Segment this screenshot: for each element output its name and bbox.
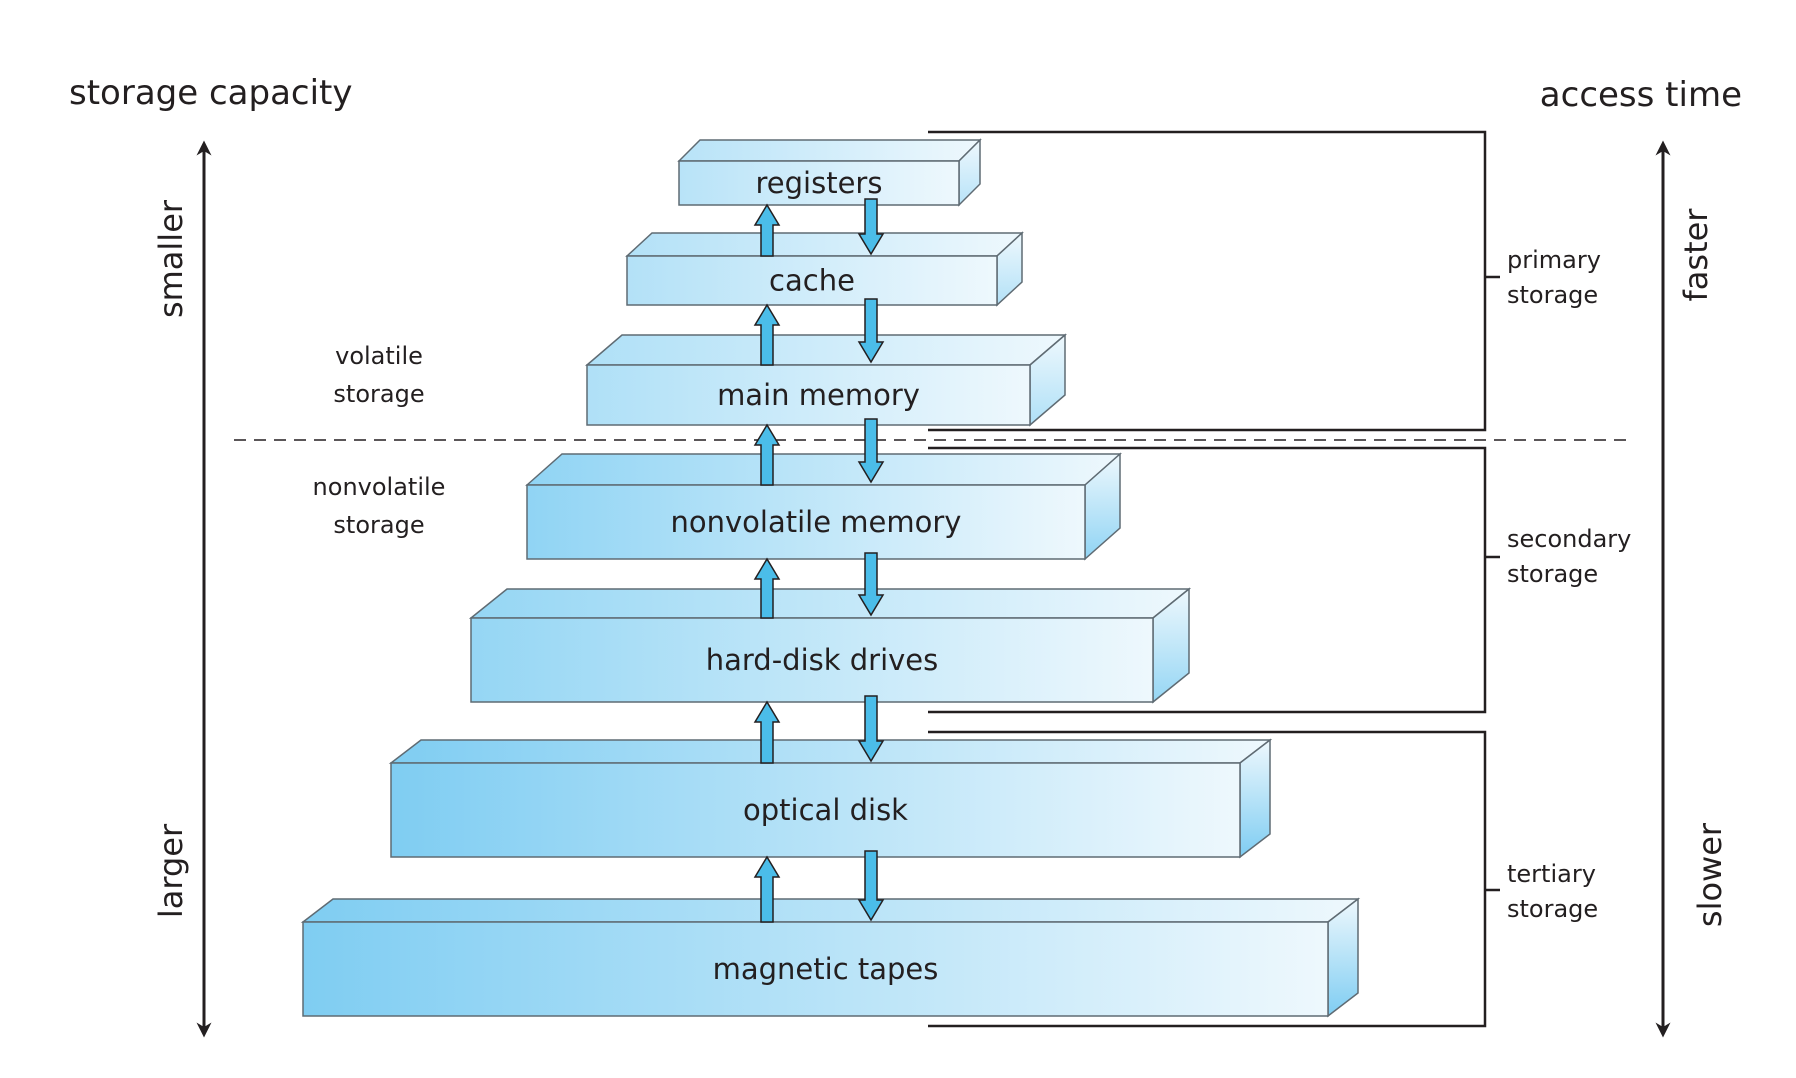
storage-capacity-title: storage capacity [69, 73, 353, 113]
box-front-face [470, 617, 1154, 703]
storage-level-box: main memory [584, 333, 1068, 427]
box-front-face [678, 160, 960, 206]
secondary-bracket [928, 446, 1487, 714]
box-front-face [626, 255, 998, 306]
nonvolatile-label-1: nonvolatile [313, 473, 446, 501]
arrow-up-icon [753, 855, 781, 923]
box-label: main memory [717, 378, 920, 412]
box-label: cache [769, 264, 855, 298]
storage-level-box: registers [677, 138, 982, 207]
tertiary-label-2: storage [1507, 895, 1598, 923]
box-top-face [625, 232, 1024, 257]
arrow-down-icon [857, 418, 885, 484]
box-front-face [302, 921, 1329, 1017]
box-top-face [677, 139, 982, 162]
arrow-up-icon [753, 700, 781, 764]
storage-level-box: magnetic tapes [300, 897, 1361, 1018]
access-time-title: access time [1540, 75, 1742, 115]
arrow-down-icon [857, 695, 885, 763]
larger-label: larger [152, 823, 190, 918]
box-top-face [525, 453, 1122, 486]
slower-label: slower [1691, 822, 1729, 927]
storage-level-box: optical disk [388, 738, 1273, 859]
box-front-face [586, 364, 1031, 426]
primary-bracket [928, 130, 1487, 432]
arrow-down-icon [857, 850, 885, 922]
volatile-label-2: storage [333, 380, 424, 408]
arrow-up-icon [753, 423, 781, 486]
box-label: nonvolatile memory [671, 505, 962, 539]
box-front-face [390, 762, 1241, 858]
secondary-label-2: storage [1507, 560, 1598, 588]
nonvolatile-label-2: storage [333, 511, 424, 539]
primary-label-2: storage [1507, 281, 1598, 309]
faster-label: faster [1677, 208, 1715, 302]
tertiary-bracket [928, 730, 1487, 1028]
secondary-label-1: secondary [1507, 525, 1631, 553]
tertiary-label-1: tertiary [1507, 860, 1596, 888]
storage-level-box: hard-disk drives [468, 587, 1192, 704]
primary-label-1: primary [1507, 246, 1601, 274]
box-top-face [584, 334, 1068, 366]
storage-level-box: nonvolatile memory [525, 452, 1122, 561]
volatile-label-1: volatile [335, 342, 423, 370]
box-top-face [388, 739, 1273, 764]
box-label: optical disk [743, 793, 908, 827]
arrow-down-icon [857, 298, 885, 364]
arrow-down-icon [857, 198, 885, 256]
box-top-face [300, 898, 1361, 923]
storage-level-box: cache [625, 231, 1024, 307]
box-label: registers [756, 166, 883, 200]
box-label: magnetic tapes [713, 952, 939, 986]
smaller-label: smaller [152, 199, 190, 318]
arrow-up-icon [753, 557, 781, 619]
box-front-face [526, 484, 1086, 560]
arrow-up-icon [753, 303, 781, 366]
box-top-face [468, 588, 1192, 619]
arrow-down-icon [857, 552, 885, 617]
box-label: hard-disk drives [706, 643, 939, 677]
arrow-up-icon [753, 203, 781, 257]
